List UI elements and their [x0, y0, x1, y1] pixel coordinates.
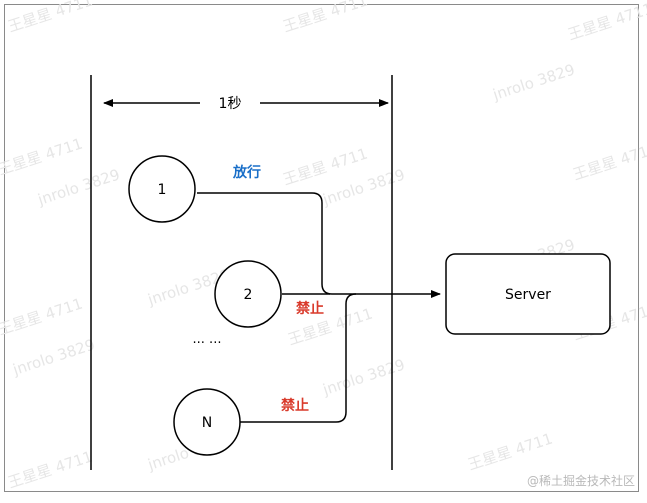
watermark-text: 王星星 4711	[0, 135, 85, 179]
node-1: 1	[128, 155, 196, 223]
node-n: N	[173, 388, 241, 456]
watermark-text: jnrolo 3829	[10, 335, 97, 379]
watermark-text: 王星星 4711	[0, 295, 85, 339]
deny-label-n: 禁止	[281, 397, 309, 414]
watermark-text: 王星星 4711	[566, 0, 647, 44]
node-2-label: 2	[244, 287, 253, 303]
node-n-label: N	[202, 415, 212, 431]
server-label: Server	[505, 287, 551, 303]
watermark-text: jnrolo 3829	[35, 165, 122, 209]
deny-label-2: 禁止	[296, 300, 324, 317]
watermark-text: jnrolo 3829	[490, 60, 577, 104]
server-node: Server	[445, 253, 611, 335]
ellipsis-label: ... ...	[193, 332, 222, 347]
footer-watermark: @稀土掘金技术社区	[526, 474, 635, 488]
watermark-text: jnrolo 3829	[320, 355, 407, 399]
node-2: 2	[214, 260, 282, 328]
watermark-layer: 王星星 4711 王星星 4711 王星星 4711 jnrolo 3829 王…	[0, 0, 647, 492]
watermark-text: 王星星 4711	[6, 0, 95, 36]
allow-label: 放行	[232, 164, 261, 181]
watermark-text: 王星星 4711	[466, 430, 555, 474]
node-1-label: 1	[158, 182, 167, 198]
watermark-text: 王星星 4711	[6, 448, 95, 492]
watermark-text: 王星星 4711	[281, 0, 370, 36]
watermark-text: 王星星 4711	[571, 140, 647, 184]
time-window-label: 1秒	[219, 96, 242, 112]
connector-n-to-server	[240, 293, 357, 423]
